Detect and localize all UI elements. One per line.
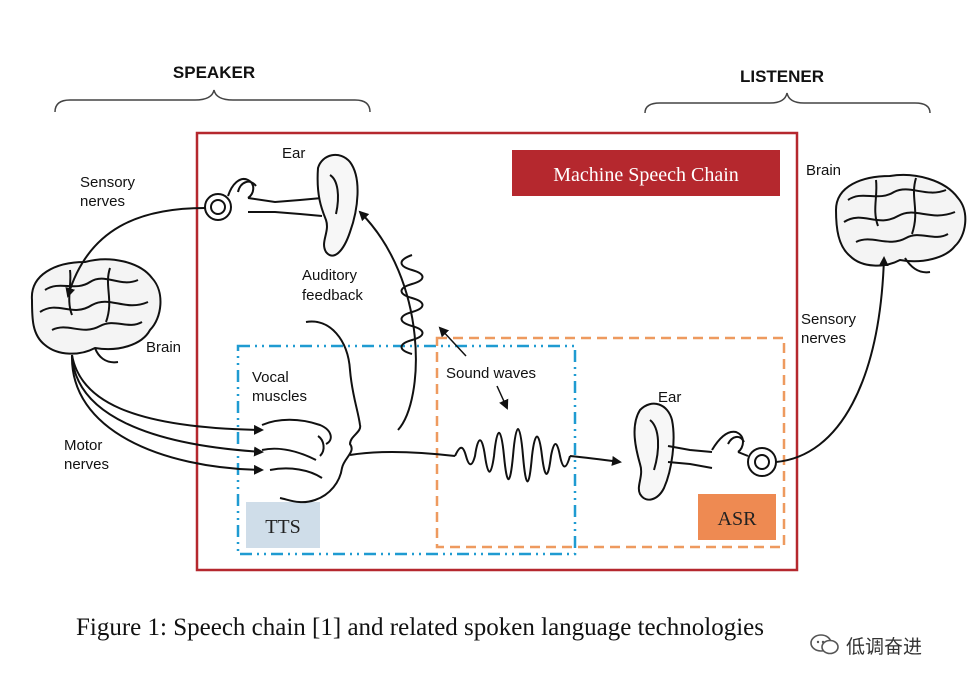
listener-ear-icon xyxy=(633,402,777,501)
watermark-text: 低调奋进 xyxy=(846,635,923,658)
listener-header: LISTENER xyxy=(740,67,824,86)
listener-sensory-nerves-label: Sensory nerves xyxy=(801,311,860,347)
machine-speech-chain-frame xyxy=(195,131,799,572)
sound-waves-label: Sound waves xyxy=(446,365,536,382)
auditory-feedback-label: Auditory feedback xyxy=(302,267,363,304)
speaker-ear-icon xyxy=(204,153,359,257)
speaker-header: SPEAKER xyxy=(173,63,255,82)
motor-nerve-path-2 xyxy=(71,354,264,457)
machine-speech-chain-label: Machine Speech Chain xyxy=(553,164,739,186)
watermark: 低调奋进 xyxy=(804,628,929,662)
tts-label: TTS xyxy=(265,516,301,538)
motor-nerve-path-1 xyxy=(71,354,264,435)
speaker-brain-icon xyxy=(30,258,162,364)
machine-speech-chain-box xyxy=(512,150,780,196)
speaker-head-profile xyxy=(261,320,362,504)
sound-wave-line-left xyxy=(349,451,456,457)
speaker-sensory-nerve-path xyxy=(65,207,206,298)
motor-nerves-label: Motor nerves xyxy=(64,437,109,473)
asr-box xyxy=(698,494,776,540)
vocal-muscles-label: Vocal muscles xyxy=(252,369,307,405)
tts-box xyxy=(246,502,320,548)
auditory-feedback-arrow xyxy=(358,210,417,431)
listener-brain-label: Brain xyxy=(806,162,841,179)
chat-bubble-icon xyxy=(810,634,839,655)
speaker-brain-label: Brain xyxy=(146,339,181,356)
listener-sensory-nerve-path xyxy=(775,256,889,463)
speaker-brace xyxy=(54,89,371,113)
sound-waves-pointer xyxy=(496,385,509,410)
speaker-ear-label: Ear xyxy=(282,145,305,162)
figure-caption: Figure 1: Speech chain [1] and related s… xyxy=(76,614,764,641)
listener-brace xyxy=(644,92,931,114)
speaker-sensory-nerves-label: Sensory nerves xyxy=(80,174,139,210)
asr-frame xyxy=(435,336,786,549)
sound-wave-signal xyxy=(454,428,571,483)
sound-wave-line-right xyxy=(569,455,622,466)
asr-label: ASR xyxy=(718,508,758,530)
listener-ear-label: Ear xyxy=(658,389,681,406)
listener-brain-icon xyxy=(834,174,967,274)
sound-waves-feedback-pointer xyxy=(438,326,467,357)
auditory-feedback-wave xyxy=(400,254,424,355)
motor-nerve-path-3 xyxy=(70,354,264,475)
